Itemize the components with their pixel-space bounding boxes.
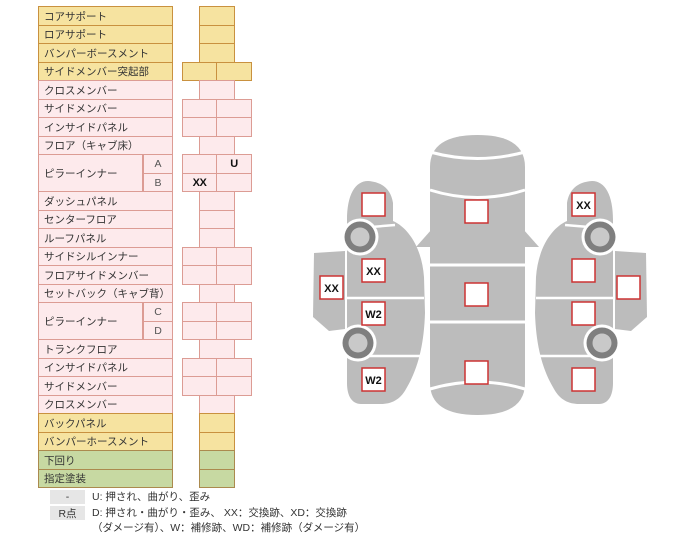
left-outer-panel-mark[interactable]: XX [319,275,344,300]
left-front-wheel [341,218,379,256]
left-rear-fender-mark[interactable]: W2 [361,367,386,392]
left-side-body [347,181,425,404]
part-label-2: バンパーボースメント [38,43,173,63]
damage-cell-2[interactable] [199,43,235,63]
part-label-7: フロア（キャブ床） [38,136,173,155]
damage-cell-right-3[interactable] [216,62,252,81]
legend-line-2: D: 押され・曲がり・歪み、 XX：交換跡、XD：交換跡 [92,507,347,519]
right-front-wheel [581,218,619,256]
top-rear-mark[interactable] [464,360,489,385]
damage-cell-15[interactable] [199,284,235,303]
damage-cell-right-5[interactable] [216,99,252,118]
left-mirror [416,229,432,247]
damage-cell-24[interactable] [199,450,235,470]
damage-cell-right-13[interactable] [216,247,252,266]
car-top-body [430,135,525,415]
damage-cell-right-19[interactable] [216,358,252,377]
damage-cell-11[interactable] [199,210,235,229]
damage-cell-right-9[interactable] [216,173,252,192]
damage-cell-right-17[interactable] [216,321,252,340]
part-label-22: バックパネル [38,413,173,433]
part-label-23: バンパーホースメント [38,432,173,451]
right-rear-door-mark[interactable] [571,301,596,326]
damage-cell-23[interactable] [199,432,235,451]
part-label-21: クロスメンバー [38,395,173,414]
left-rear-wheel [339,324,377,362]
damage-cell-left-9[interactable]: XX [182,173,217,192]
legend-line-3: （ダメージ有）、W：補修跡、WD：補修跡（ダメージ有） [92,522,366,534]
part-label-0: コアサポート [38,6,173,26]
legend-key-rten: R点 [50,506,85,520]
damage-cell-right-6[interactable] [216,117,252,137]
part-label-14: フロアサイドメンバー [38,265,173,285]
left-front-door-mark[interactable]: XX [361,258,386,283]
right-rear-wheel [583,324,621,362]
part-label-4: クロスメンバー [38,80,173,100]
damage-cell-left-13[interactable] [182,247,217,266]
damage-cell-25[interactable] [199,469,235,488]
damage-cell-left-14[interactable] [182,265,217,285]
legend-key-dash: - [50,490,85,504]
damage-cell-21[interactable] [199,395,235,414]
right-rear-fender-mark[interactable] [571,367,596,392]
damage-cell-left-3[interactable] [182,62,217,81]
part-label-18: トランクフロア [38,339,173,359]
damage-cell-7[interactable] [199,136,235,155]
svg-text:W2: W2 [365,375,382,387]
part-label-24: 下回り [38,450,173,470]
right-outer-panel-mark[interactable] [616,275,641,300]
damage-cell-4[interactable] [199,80,235,100]
part-label-15: セットバック（キャブ背） [38,284,173,303]
right-mirror [523,229,539,247]
damage-cell-left-5[interactable] [182,99,217,118]
damage-cell-1[interactable] [199,25,235,44]
damage-cell-right-20[interactable] [216,376,252,396]
top-front-mark[interactable] [464,199,489,224]
damage-cell-left-8[interactable] [182,154,217,174]
damage-cell-left-17[interactable] [182,321,217,340]
damage-cell-left-6[interactable] [182,117,217,137]
part-label-5: サイドメンバー [38,99,173,118]
part-label-16: ピラーインナー [38,302,143,340]
part-label-3: サイドメンバー突起部 [38,62,173,81]
damage-cell-right-8[interactable]: U [216,154,252,174]
damage-cell-left-19[interactable] [182,358,217,377]
part-sublabel-C: C [143,302,173,322]
part-label-20: サイドメンバー [38,376,173,396]
damage-cell-18[interactable] [199,339,235,359]
part-label-25: 指定塗装 [38,469,173,488]
damage-cell-22[interactable] [199,413,235,433]
top-center-mark[interactable] [464,282,489,307]
svg-text:XX: XX [576,200,591,212]
part-label-8: ピラーインナー [38,154,143,192]
damage-cell-10[interactable] [199,191,235,211]
damage-cell-right-14[interactable] [216,265,252,285]
damage-cell-left-16[interactable] [182,302,217,322]
damage-cell-left-20[interactable] [182,376,217,396]
damage-cell-0[interactable] [199,6,235,26]
part-sublabel-A: A [143,154,173,174]
part-label-13: サイドシルインナー [38,247,173,266]
part-label-10: ダッシュパネル [38,191,173,211]
part-label-12: ルーフパネル [38,228,173,248]
svg-text:XX: XX [324,283,339,295]
part-label-1: ロアサポート [38,25,173,44]
right-front-door-mark[interactable] [571,258,596,283]
legend-line-1: U: 押され、曲がり、歪み [92,491,211,503]
part-sublabel-D: D [143,321,173,340]
part-label-6: インサイドパネル [38,117,173,137]
right-front-fender-mark[interactable]: XX [571,192,596,217]
part-label-19: インサイドパネル [38,358,173,377]
damage-cell-right-16[interactable] [216,302,252,322]
left-rear-door-mark[interactable]: W2 [361,301,386,326]
part-sublabel-B: B [143,173,173,192]
svg-text:XX: XX [366,266,381,278]
left-front-fender-mark[interactable] [361,192,386,217]
damage-cell-12[interactable] [199,228,235,248]
svg-text:W2: W2 [365,309,382,321]
part-label-11: センターフロア [38,210,173,229]
